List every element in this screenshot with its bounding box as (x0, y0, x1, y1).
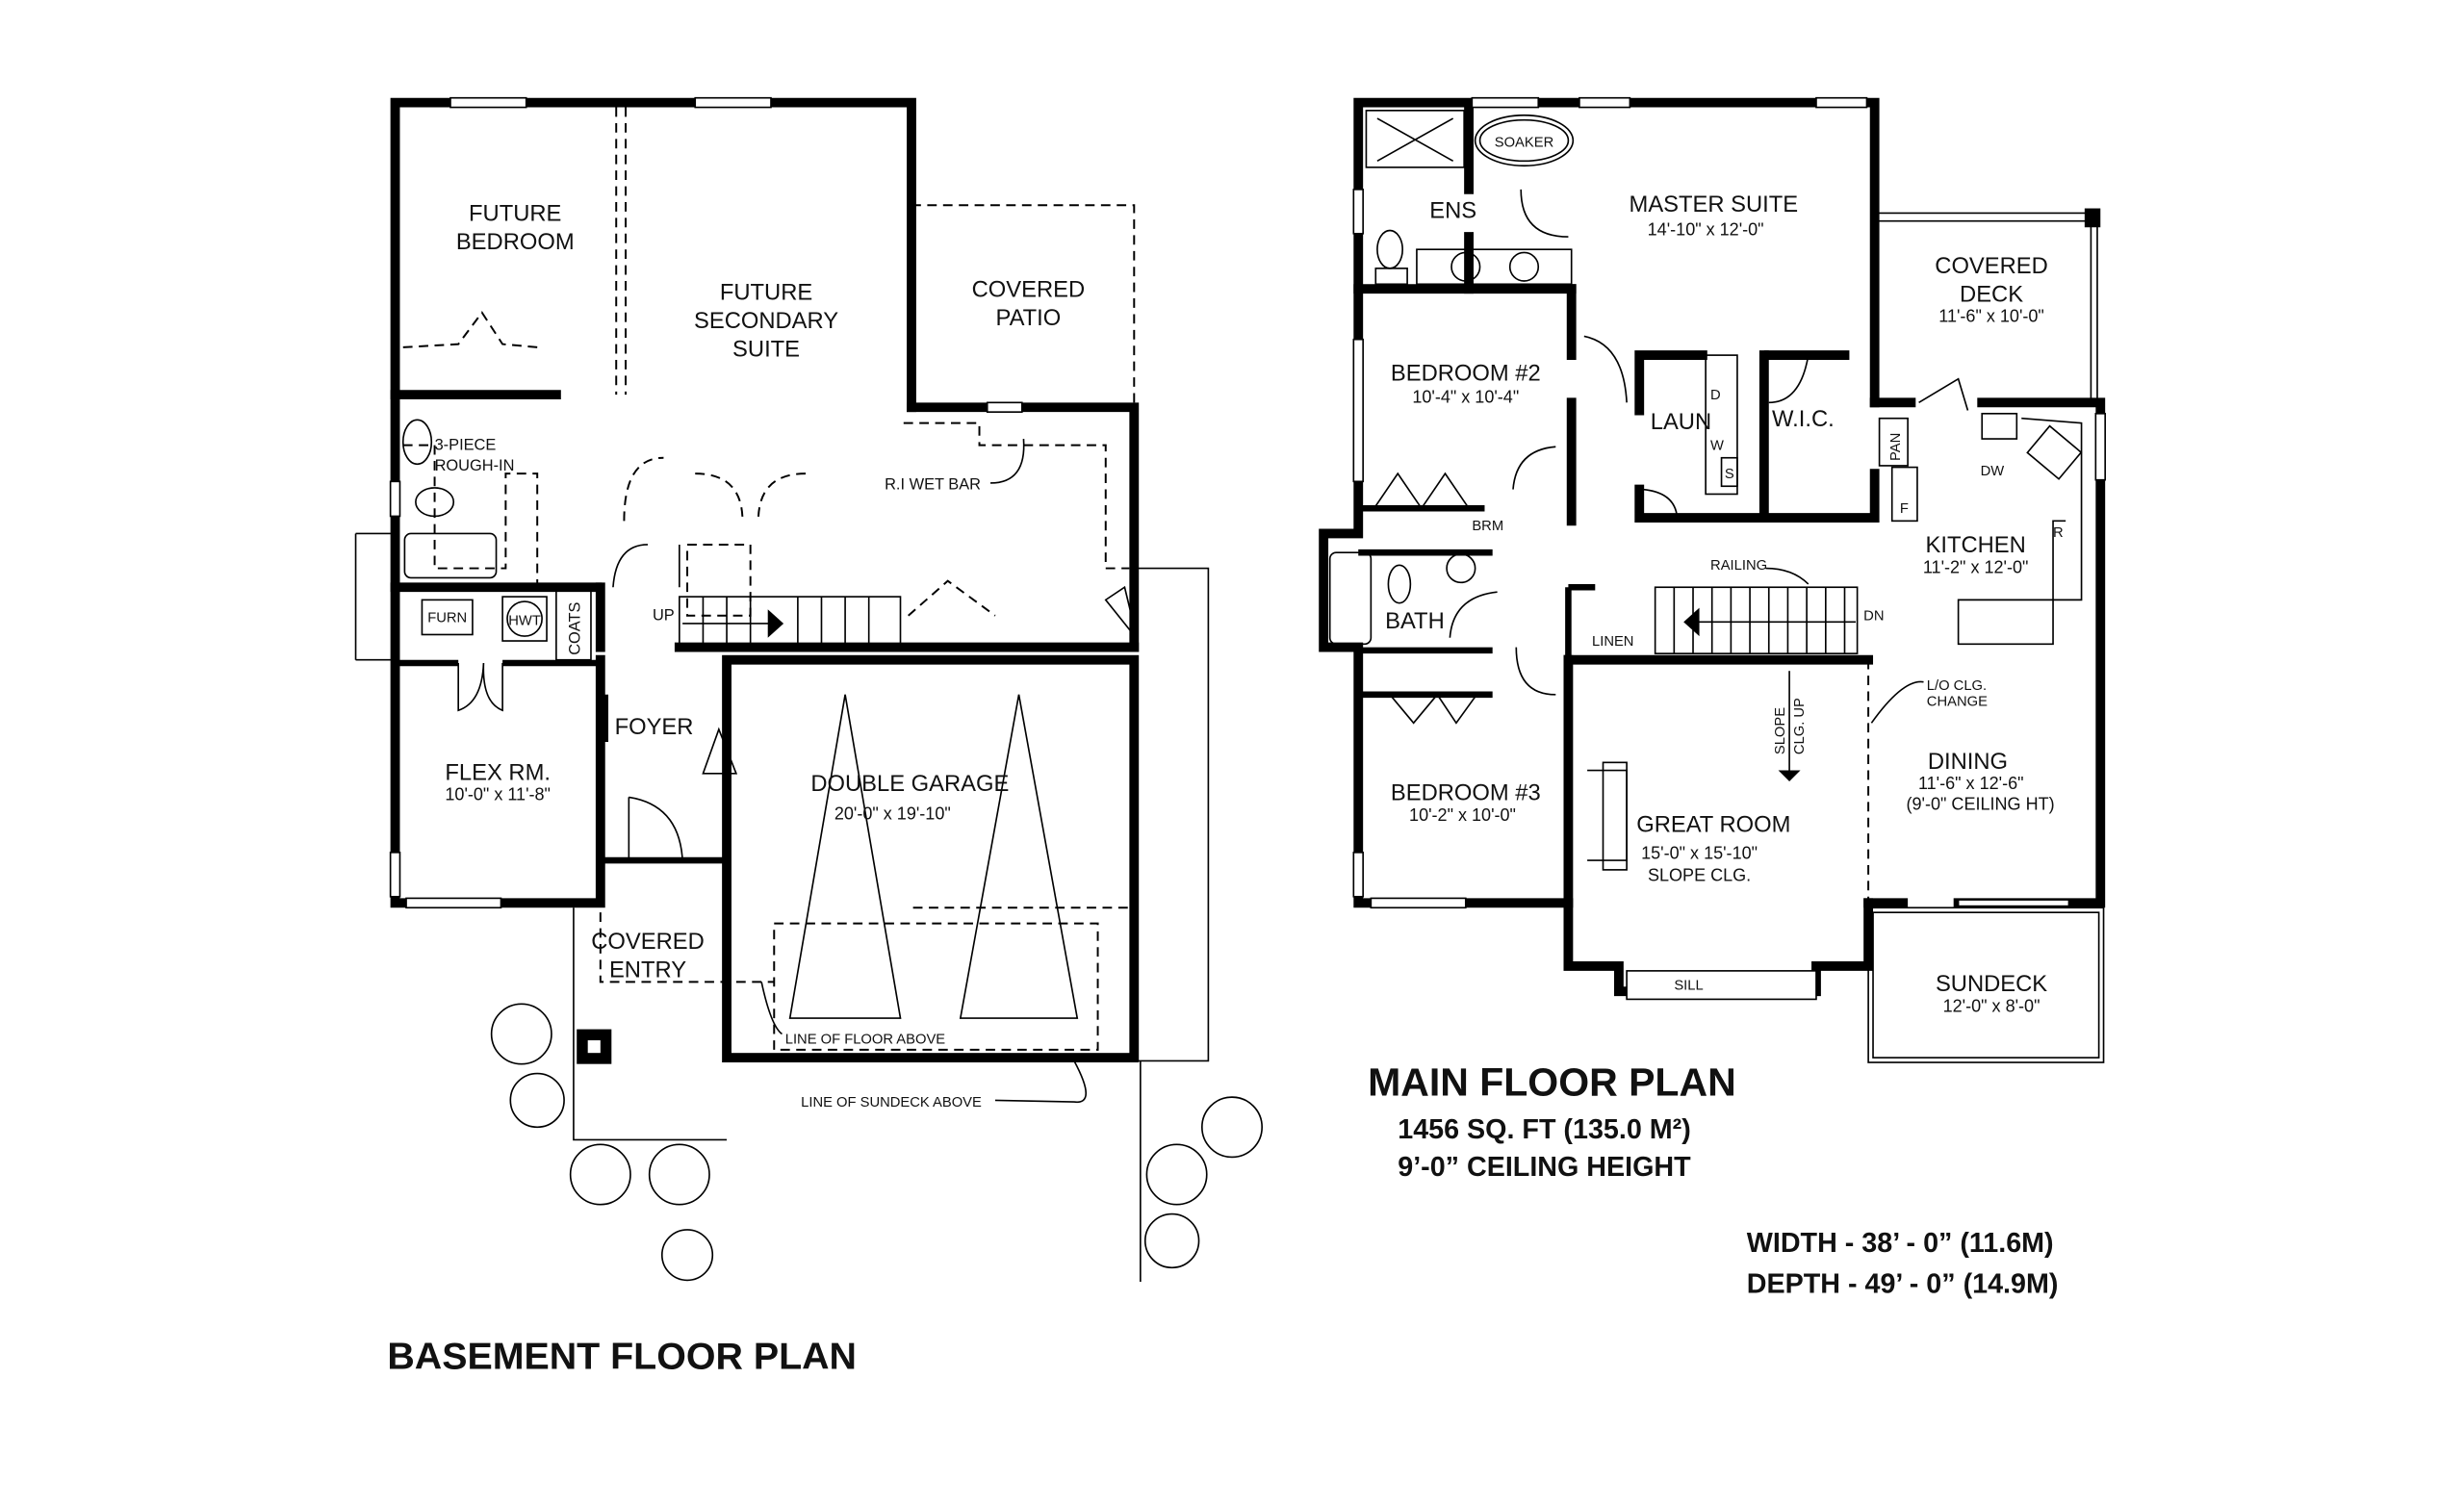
annotation: SLOPE (1773, 707, 1788, 754)
room-dims: 10'-0" x 11'-8" (445, 785, 551, 804)
basement-plan-title: BASEMENT FLOOR PLAN (387, 1335, 857, 1377)
room-note: (9'-0" CEILING HT) (1907, 795, 2055, 814)
room-label: BATH (1385, 608, 1445, 634)
room-dims: 20'-0" x 19'-10" (834, 804, 951, 823)
annotation: R.I WET BAR (885, 476, 981, 494)
room-dims: 15'-0" x 15'-10" (1641, 843, 1758, 862)
annotation: SILL (1674, 979, 1703, 994)
fixture-label: SOAKER (1495, 136, 1553, 151)
main-floor-area: 1456 SQ. FT (135.0 M²) (1398, 1114, 1691, 1145)
overall-width: WIDTH - 38’ - 0” (11.6M) (1747, 1228, 2054, 1259)
room-label: FLEX RM. (445, 759, 551, 785)
room-dims: 11'-6" x 12'-6" (1918, 774, 2024, 793)
room-label: BEDROOM #3 (1391, 780, 1541, 806)
room-note: SLOPE CLG. (1648, 865, 1751, 884)
furnace-label: FURN (427, 610, 467, 625)
room-dims: 10'-2" x 10'-0" (1409, 805, 1516, 825)
room-dims: 11'-2" x 12'-0" (1923, 557, 2029, 576)
annotation: UP (653, 607, 675, 625)
room-label: BEDROOM (456, 229, 575, 255)
room-label: COVERED (591, 929, 705, 955)
room-label: COVERED (972, 276, 1086, 302)
appliance-label: R (2053, 525, 2064, 541)
room-label: DINING (1928, 749, 2008, 775)
annotation: RAILING (1710, 558, 1767, 574)
room-label: PATIO (995, 305, 1061, 331)
room-label: SUNDECK (1936, 971, 2047, 997)
room-dims: 10'-4" x 10'-4" (1412, 387, 1519, 406)
room-label: FUTURE (469, 201, 561, 227)
room-label: SECONDARY (694, 308, 838, 334)
room-dims: 11'-6" x 10'-0" (1938, 307, 2044, 326)
landscape-trees (490, 1003, 1263, 1282)
room-label: BEDROOM #2 (1391, 360, 1541, 386)
overall-depth: DEPTH - 49’ - 0” (14.9M) (1747, 1269, 2059, 1300)
main-floor-plan: ENS SOAKER MASTER SUITE 14'-10" x 12'-0"… (1319, 96, 2106, 1300)
room-label: DOUBLE GARAGE (810, 771, 1009, 797)
room-label: FUTURE (720, 280, 812, 306)
hwt-label: HWT (508, 614, 541, 629)
room-dims: 12'-0" x 8'-0" (1943, 997, 2040, 1016)
basement-plan: FUTURE BEDROOM FUTURE SECONDARY SUITE CO… (354, 96, 1263, 1377)
room-label: COVERED (1935, 253, 2048, 279)
annotation: LINE OF FLOOR ABOVE (785, 1032, 946, 1047)
room-label: KITCHEN (1926, 532, 2026, 558)
furnace (421, 599, 474, 636)
room-label: GREAT ROOM (1636, 812, 1790, 838)
annotation: LINE OF SUNDECK ABOVE (801, 1095, 982, 1110)
annotation: L/O CLG. (1927, 678, 1987, 694)
room-label: ROUGH-IN (435, 457, 515, 474)
appliance-label: D (1710, 388, 1721, 403)
room-label: ENS (1429, 197, 1476, 223)
main-stairs (1654, 586, 1859, 654)
room-label: LAUN (1651, 409, 1711, 435)
coats-label: COATS (566, 601, 583, 654)
room-label: 3-PIECE (435, 437, 497, 454)
appliance-label: S (1725, 467, 1734, 482)
room-label: PAN (1888, 433, 1904, 461)
annotation: DN (1863, 609, 1884, 625)
appliance-label: F (1900, 501, 1909, 517)
room-label: MASTER SUITE (1630, 191, 1799, 217)
room-label: SUITE (732, 337, 800, 363)
appliance-label: W (1710, 439, 1724, 454)
appliance-label: DW (1981, 464, 2005, 479)
main-plan-title: MAIN FLOOR PLAN (1368, 1059, 1736, 1104)
room-label: FOYER (615, 714, 694, 740)
room-label: ENTRY (609, 957, 686, 983)
room-dims: 14'-10" x 12'-0" (1648, 219, 1764, 239)
room-label: W.I.C. (1772, 406, 1835, 432)
annotation: CLG. UP (1792, 698, 1808, 754)
annotation: CHANGE (1927, 694, 1988, 709)
basement-stairs (679, 596, 902, 651)
main-ceiling-height: 9’-0” CEILING HEIGHT (1398, 1152, 1691, 1183)
room-label: DECK (1960, 281, 2023, 307)
room-label: BRM (1472, 519, 1503, 534)
water-heater (506, 600, 543, 637)
room-label: LINEN (1592, 634, 1633, 650)
